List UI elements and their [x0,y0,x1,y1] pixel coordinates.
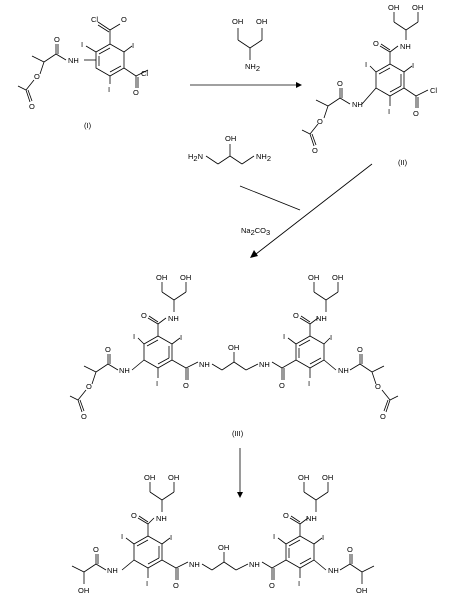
reaction-arrow-2: Na2CO3 [239,163,373,258]
P-nh-3: NH [189,560,200,569]
ester-o: O [34,72,40,81]
III-o-1: O [141,311,147,320]
P-oh-7: OH [356,586,367,595]
P-i-3: I [146,579,148,588]
triamine-nh2: NH2 [256,152,271,163]
III-nh-5: NH [316,314,327,323]
P-i-6: I [298,579,300,588]
P-nh-4: NH [249,560,260,569]
III-oh-3: OH [228,343,239,352]
III-i-6: I [308,379,310,388]
III-i-4: I [283,332,285,341]
II-amide-o: O [337,79,343,88]
II-amide-nh-top: NH [400,42,411,51]
III-o-2: O [105,345,111,354]
acyl-chloride-cl-2: Cl [141,69,148,78]
amide-o: O [54,35,60,44]
III-nh-4: NH [259,360,270,369]
III-oh-1: OH [156,273,167,282]
P-oh-5: OH [298,473,309,482]
label-compound-III: (III) [232,429,244,438]
acetyl-o: O [29,102,35,111]
reagent-serinol: OH OH NH2 [232,17,267,73]
III-i-5: I [330,333,332,342]
P-oh-1: OH [144,473,155,482]
II-oh-2: OH [412,3,423,12]
serinol-oh-2: OH [256,17,267,26]
III-o-8: O [357,345,363,354]
P-nh-2: NH [107,566,118,575]
P-nh-5: NH [306,514,317,523]
III-nh-1: NH [168,314,179,323]
P-nh-1: NH [156,514,167,523]
III-o-6: O [279,381,285,390]
reaction-arrow-3 [237,448,243,498]
P-oh-6: OH [322,473,333,482]
P-oh-2: OH [168,473,179,482]
P-i-5: I [322,533,324,542]
carbonyl-o-2: O [133,88,139,97]
iodine-3: I [108,85,110,94]
P-o-6: O [347,545,353,554]
triamine-oh: OH [225,134,236,143]
III-nh-3: NH [199,360,210,369]
II-iodine-2: I [412,61,414,70]
carbonyl-o-1: O [121,15,127,24]
acyl-chloride-cl-1: Cl [91,15,98,24]
III-nh-2: NH [119,366,130,375]
P-i-2: I [170,533,172,542]
amide-nh: NH [68,56,79,65]
P-o-1: O [131,511,137,520]
iodine-2: I [132,41,134,50]
III-o-10: O [380,412,386,421]
P-o-3: O [173,581,179,590]
II-carbonyl-o-right: O [413,109,419,118]
final-product: OH OH NH O I I I NH O OH O NH OH NH O I … [71,473,375,595]
II-iodine-1: I [365,60,367,69]
compound-II: OH OH NH O I I I Cl O NH O O O (II) [301,3,437,167]
II-ester-o: O [317,117,323,126]
P-i-4: I [273,532,275,541]
P-o-4: O [269,581,275,590]
label-compound-I: (I) [84,121,92,130]
triamine-h2n: H2N [188,152,203,163]
P-oh-4: OH [218,543,229,552]
III-o-3: O [86,382,92,391]
P-i-1: I [121,532,123,541]
II-acyl-chloride-cl: Cl [430,86,437,95]
compound-I: Cl Cl O O I I I NH O O O (I) [17,15,148,130]
III-i-3: I [156,379,158,388]
II-carbonyl-o-top: O [373,39,379,48]
II-acetyl-o: O [312,146,318,155]
III-o-5: O [183,381,189,390]
III-oh-4: OH [308,273,319,282]
P-nh-6: NH [328,566,339,575]
II-iodine-3: I [388,107,390,116]
base-na2co3: Na2CO3 [241,226,270,237]
III-o-9: O [375,382,381,391]
serinol-oh-1: OH [232,17,243,26]
III-o-7: O [293,311,299,320]
compound-III: OH OH NH O I I I NH O O O O NH OH NH O I… [69,273,399,438]
P-o-2: O [93,545,99,554]
reaction-arrow-1 [190,82,302,88]
II-oh-1: OH [388,3,399,12]
P-oh-3: OH [78,586,89,595]
III-oh-2: OH [180,273,191,282]
III-i-2: I [180,333,182,342]
P-o-5: O [283,511,289,520]
serinol-nh2: NH2 [245,62,260,73]
iodine-1: I [81,40,83,49]
II-amide-nh: NH [352,100,363,109]
III-o-4: O [81,412,87,421]
reagent-triamine: H2N OH NH2 [188,134,271,165]
III-i-1: I [133,332,135,341]
III-nh-6: NH [338,366,349,375]
label-compound-II: (II) [398,158,408,167]
III-oh-5: OH [332,273,343,282]
